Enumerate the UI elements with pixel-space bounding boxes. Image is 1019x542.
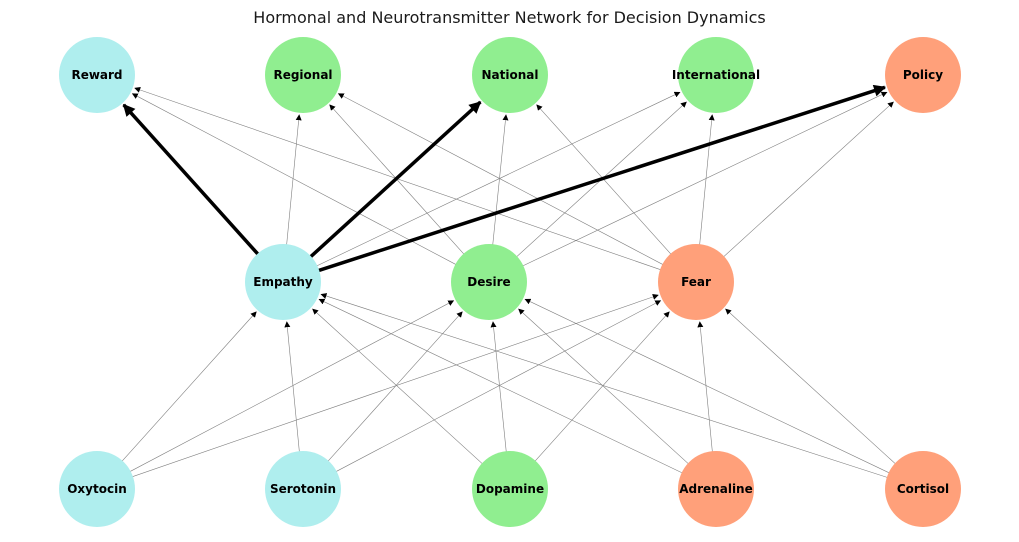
diagram-title: Hormonal and Neurotransmitter Network fo…: [253, 8, 766, 27]
nodes-layer: Reward Regional National International Polic…: [59, 37, 961, 527]
node-label-desire: Desire: [467, 275, 510, 289]
edge-fear-to-policy: [722, 101, 894, 258]
node-circle-international: [678, 37, 754, 113]
edge-adrenaline-to-desire: [518, 308, 690, 465]
edge-empathy-to-national: [308, 100, 482, 259]
edge-cortisol-to-empathy: [320, 293, 889, 479]
edge-desire-to-policy: [521, 91, 888, 267]
node-regional: Regional: [265, 37, 341, 113]
edge-desire-to-national: [492, 114, 509, 247]
edge-adrenaline-to-fear: [697, 321, 713, 454]
node-label-cortisol: Cortisol: [897, 482, 949, 496]
node-international: International: [672, 37, 760, 113]
node-cortisol: Cortisol: [885, 451, 961, 527]
edge-fear-to-reward: [134, 87, 663, 271]
node-label-empathy: Empathy: [253, 275, 313, 289]
node-empathy: Empathy: [245, 244, 321, 320]
edge-oxytocin-to-fear: [130, 294, 659, 478]
node-label-adrenaline: Adrenaline: [679, 482, 752, 496]
edge-desire-to-reward: [131, 93, 458, 266]
edge-dopamine-to-empathy: [312, 308, 484, 465]
node-circle-oxytocin: [59, 451, 135, 527]
node-policy: Policy: [885, 37, 961, 113]
node-national: National: [472, 37, 548, 113]
edge-serotonin-to-desire: [326, 311, 463, 463]
node-reward: Reward: [59, 37, 135, 113]
edge-dopamine-to-fear: [533, 311, 670, 463]
node-circle-national: [472, 37, 548, 113]
edge-oxytocin-to-desire: [128, 300, 455, 473]
edge-adrenaline-to-empathy: [318, 298, 684, 474]
node-circle-policy: [885, 37, 961, 113]
node-label-oxytocin: Oxytocin: [67, 482, 127, 496]
node-label-reward: Reward: [71, 68, 122, 82]
node-circle-serotonin: [265, 451, 341, 527]
edge-empathy-to-policy: [316, 84, 887, 273]
edge-cortisol-to-fear: [725, 308, 897, 465]
edge-fear-to-regional: [337, 93, 665, 266]
edge-fear-to-national: [536, 104, 673, 256]
node-circle-regional: [265, 37, 341, 113]
edge-dopamine-to-desire: [490, 321, 507, 454]
node-circle-fear: [658, 244, 734, 320]
node-circle-cortisol: [885, 451, 961, 527]
node-oxytocin: Oxytocin: [59, 451, 135, 527]
node-dopamine: Dopamine: [472, 451, 548, 527]
node-label-fear: Fear: [681, 275, 711, 289]
node-label-regional: Regional: [273, 68, 332, 82]
node-circle-dopamine: [472, 451, 548, 527]
node-label-dopamine: Dopamine: [476, 482, 544, 496]
node-label-national: National: [482, 68, 539, 82]
node-circle-empathy: [245, 244, 321, 320]
node-serotonin: Serotonin: [265, 451, 341, 527]
edge-empathy-to-international: [315, 91, 681, 267]
node-fear: Fear: [658, 244, 734, 320]
node-adrenaline: Adrenaline: [678, 451, 754, 527]
node-label-policy: Policy: [903, 68, 943, 82]
edge-empathy-to-regional: [286, 114, 302, 247]
node-desire: Desire: [451, 244, 527, 320]
edge-fear-to-international: [699, 114, 715, 247]
edge-empathy-to-reward: [122, 103, 261, 257]
edge-oxytocin-to-empathy: [120, 311, 257, 463]
edge-serotonin-to-fear: [334, 300, 662, 473]
node-circle-desire: [451, 244, 527, 320]
node-circle-adrenaline: [678, 451, 754, 527]
edge-serotonin-to-empathy: [284, 321, 300, 454]
node-label-serotonin: Serotonin: [270, 482, 336, 496]
node-circle-reward: [59, 37, 135, 113]
node-label-international: International: [672, 68, 760, 82]
edge-cortisol-to-desire: [524, 298, 891, 474]
edges-layer: [120, 84, 897, 479]
